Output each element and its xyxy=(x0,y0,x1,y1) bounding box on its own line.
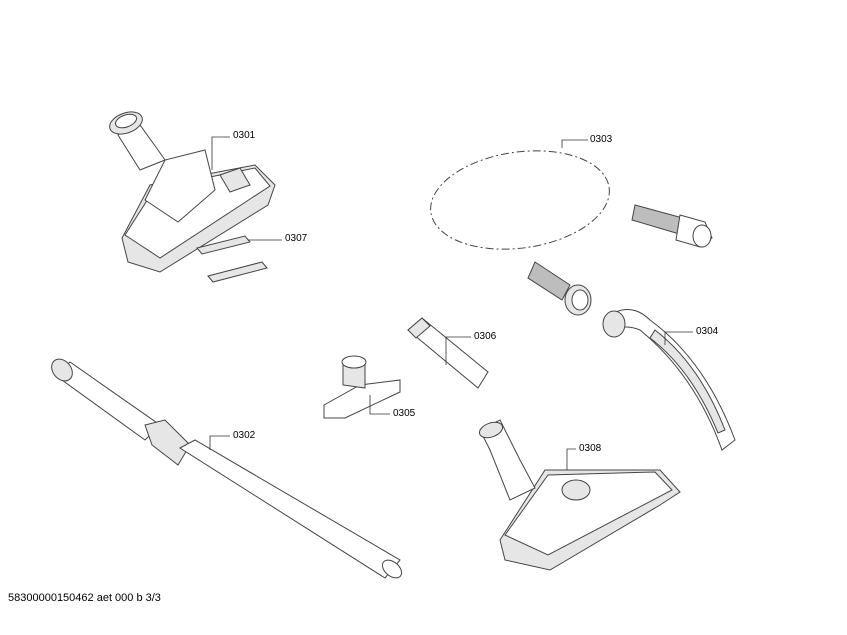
part-0302-tube xyxy=(51,358,403,579)
part-0307-strips xyxy=(196,235,268,283)
part-0308-turbo-nozzle xyxy=(478,419,681,571)
leader-lines xyxy=(209,136,693,470)
label-0304: 0304 xyxy=(696,326,719,337)
document-footer: 58300000150462 aet 000 b 3/3 xyxy=(8,592,161,604)
label-0301: 0301 xyxy=(233,130,256,141)
label-0307: 0307 xyxy=(285,233,308,244)
label-0303: 0303 xyxy=(590,134,613,145)
label-0305: 0305 xyxy=(393,408,416,419)
label-0306: 0306 xyxy=(474,331,497,342)
label-0308: 0308 xyxy=(579,443,602,454)
part-0304-handle xyxy=(602,309,736,451)
label-0302: 0302 xyxy=(233,430,256,441)
part-0305-upholstery-nozzle xyxy=(323,355,401,419)
part-0303-hose xyxy=(430,150,713,316)
part-0301-floor-nozzle xyxy=(109,111,276,273)
part-0306-crevice-tool xyxy=(407,317,489,389)
